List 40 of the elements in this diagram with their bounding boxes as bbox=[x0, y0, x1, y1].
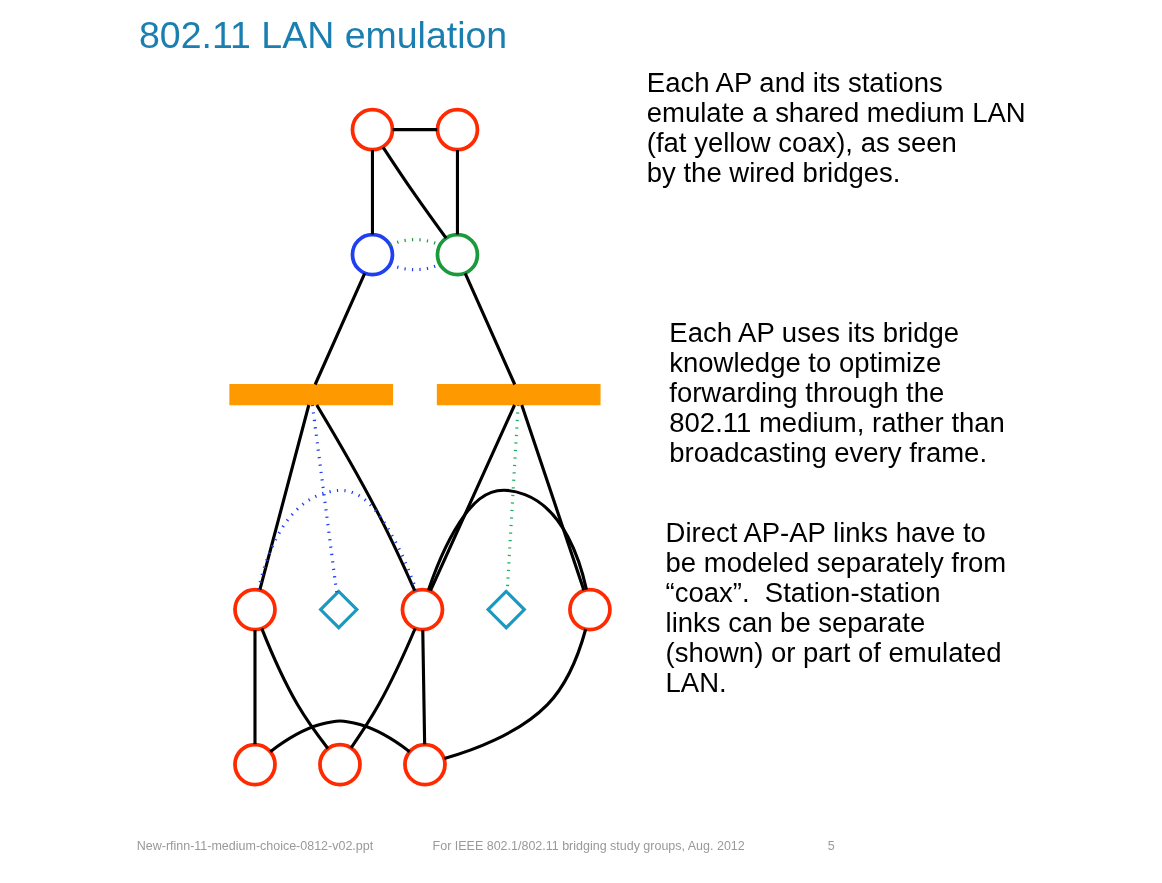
connector bbox=[381, 146, 447, 239]
connector bbox=[268, 719, 411, 753]
node-circle bbox=[402, 742, 447, 787]
diagram-title: 802.11 LAN emulation bbox=[138, 14, 507, 57]
node-circle bbox=[232, 742, 277, 787]
connector bbox=[257, 404, 310, 591]
node-circle bbox=[350, 107, 394, 152]
connector bbox=[310, 404, 338, 594]
label: For IEEE 802.1/802.11 bridging study groups, Aug. 2012 bbox=[432, 839, 745, 854]
connector bbox=[259, 628, 329, 750]
node-circle bbox=[400, 587, 444, 632]
node-bar bbox=[228, 384, 393, 406]
connector bbox=[349, 627, 417, 749]
connector bbox=[420, 630, 426, 745]
node-bar bbox=[436, 384, 601, 406]
connector bbox=[314, 404, 416, 592]
connector bbox=[313, 272, 366, 386]
label: New-rfinn-11-medium-choice-0812-v02.ppt bbox=[136, 839, 373, 854]
connector bbox=[455, 150, 459, 235]
node-circle bbox=[567, 587, 612, 632]
node-circle bbox=[435, 107, 479, 152]
node-circle bbox=[232, 587, 277, 632]
connector bbox=[426, 488, 588, 591]
label: Direct AP-AP links have to be modeled separately from “coax”. Station-station links can be separate (shown) or part of emulated LAN. bbox=[665, 516, 1006, 698]
connector bbox=[428, 404, 516, 592]
node-circle bbox=[317, 742, 362, 787]
connector bbox=[392, 128, 437, 132]
connector bbox=[370, 150, 374, 235]
node-diamond bbox=[485, 589, 527, 630]
connector bbox=[252, 630, 257, 745]
node-circle bbox=[350, 232, 394, 277]
label: Each AP and its stations emulate a shared medium LAN (fat yellow coax), as seen by the wired bridges. bbox=[646, 66, 1026, 188]
label: 5 bbox=[827, 839, 835, 854]
connector bbox=[256, 488, 418, 592]
connector bbox=[519, 404, 585, 591]
connector bbox=[463, 272, 516, 386]
connector bbox=[443, 628, 587, 760]
node-circle bbox=[435, 232, 479, 277]
node-diamond bbox=[317, 589, 359, 630]
label: Each AP uses its bridge knowledge to optimize forwarding through the 802.11 medium, rather than broadcasting every frame. bbox=[668, 316, 1005, 468]
